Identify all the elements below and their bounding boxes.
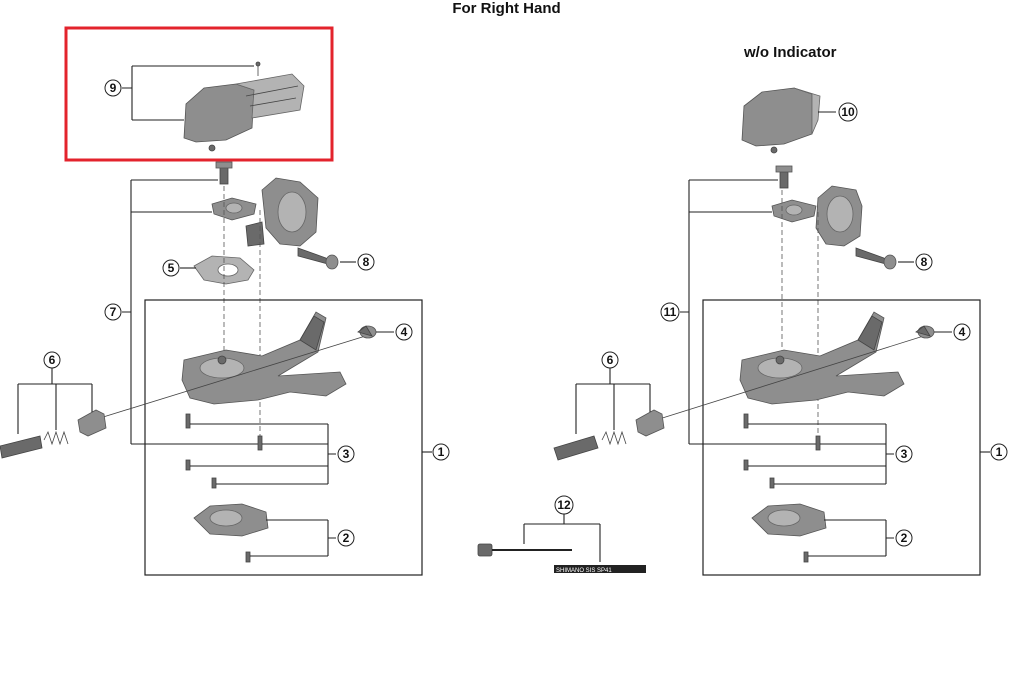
svg-text:11: 11 (664, 305, 677, 319)
right-assembly (553, 87, 990, 576)
shifter-body-part[interactable] (181, 311, 347, 405)
screws-part-alt[interactable] (743, 413, 821, 489)
diagram-title: For Right Hand (452, 0, 561, 17)
svg-text:5: 5 (168, 261, 175, 275)
bottom-cover-part-alt[interactable] (751, 503, 827, 563)
bottom-cover-part[interactable] (193, 503, 269, 563)
svg-text:3: 3 (343, 447, 350, 461)
cable-print: SHIMANO SIS SP41 (556, 568, 612, 574)
callout-4-alt[interactable]: 4 (953, 323, 971, 341)
svg-text:8: 8 (363, 255, 370, 269)
callout-1-alt[interactable]: 1 (990, 443, 1008, 461)
screws-part[interactable] (185, 413, 263, 489)
callout-3[interactable]: 3 (337, 445, 355, 463)
callout-1[interactable]: 1 (432, 443, 450, 461)
left-assembly (0, 26, 432, 576)
adjuster-cap-part[interactable] (357, 325, 377, 339)
clamp-band-part[interactable] (211, 161, 319, 247)
svg-text:7: 7 (110, 305, 117, 319)
svg-text:4: 4 (401, 325, 408, 339)
svg-text:10: 10 (841, 105, 855, 119)
callout-7[interactable]: 7 (104, 303, 122, 321)
callout-6-alt[interactable]: 6 (601, 351, 619, 369)
highlight-box (64, 26, 334, 162)
clamp-band-part-alt[interactable] (771, 165, 863, 247)
callout-6[interactable]: 6 (43, 351, 61, 369)
clamp-screw-part[interactable] (297, 247, 339, 270)
indicator-cover-part[interactable] (183, 61, 305, 152)
svg-text:1: 1 (438, 445, 445, 459)
cable-adjuster-part[interactable] (0, 409, 107, 459)
callout-2[interactable]: 2 (337, 529, 355, 547)
svg-text:4: 4 (959, 325, 966, 339)
callout-12[interactable]: 12 (554, 495, 574, 515)
cover-without-indicator-part[interactable] (741, 87, 821, 154)
svg-text:8: 8 (921, 255, 928, 269)
svg-text:2: 2 (343, 531, 350, 545)
callout-5[interactable]: 5 (162, 259, 180, 277)
callout-8-alt[interactable]: 8 (915, 253, 933, 271)
callout-11[interactable]: 11 (660, 302, 680, 322)
svg-text:3: 3 (901, 447, 908, 461)
clamp-screw-part-alt[interactable] (855, 247, 897, 270)
shifter-body-part-alt[interactable] (739, 311, 905, 405)
callout-8[interactable]: 8 (357, 253, 375, 271)
callout-10[interactable]: 10 (838, 102, 858, 122)
svg-text:2: 2 (901, 531, 908, 545)
svg-text:9: 9 (110, 81, 117, 95)
callout-3-alt[interactable]: 3 (895, 445, 913, 463)
svg-text:6: 6 (607, 353, 614, 367)
svg-text:12: 12 (557, 498, 571, 512)
svg-text:6: 6 (49, 353, 56, 367)
callout-2-alt[interactable]: 2 (895, 529, 913, 547)
inner-cable-part[interactable]: SHIMANO SIS SP41 (477, 543, 646, 574)
svg-text:1: 1 (996, 445, 1003, 459)
callouts: 9 7 5 8 4 6 3 2 1 12 10 11 8 4 6 3 2 1 (43, 79, 1008, 547)
callout-4[interactable]: 4 (395, 323, 413, 341)
variant-label: w/o Indicator (744, 44, 837, 61)
adjuster-cap-part-alt[interactable] (915, 325, 935, 339)
cable-adjuster-part-alt[interactable] (553, 409, 665, 461)
callout-9[interactable]: 9 (104, 79, 122, 97)
